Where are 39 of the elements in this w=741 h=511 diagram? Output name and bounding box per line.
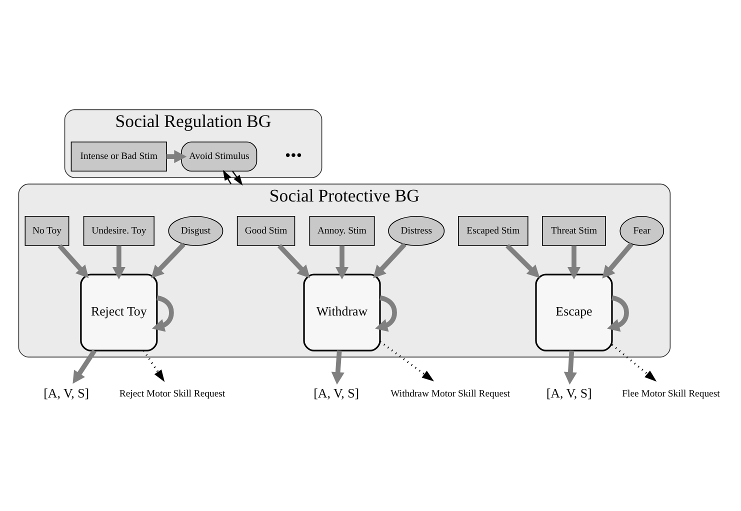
node-box: Intense or Bad Stim: [70, 141, 168, 172]
node-box: Escaped Stim: [458, 216, 528, 246]
arrow: [331, 350, 344, 384]
arrow: [567, 245, 581, 279]
node-text: Withdraw Motor Skill Request: [390, 388, 510, 400]
arrow: [232, 170, 243, 186]
arrow: [166, 150, 187, 163]
node-box: Avoid Stimulus: [181, 141, 258, 172]
arrow: [112, 245, 126, 279]
node-box: Threat Stim: [542, 216, 606, 246]
arrow: [373, 242, 407, 278]
node-box: Escape: [535, 273, 613, 351]
node-box: Good Stim: [236, 216, 296, 246]
node-text: Reject Motor Skill Request: [119, 388, 226, 400]
node-box: Undesire. Toy: [83, 216, 154, 246]
node-ellipse: Fear: [620, 216, 664, 246]
node-text: Flee Motor Skill Request: [622, 388, 720, 400]
node-box: Annoy. Stim: [309, 216, 375, 246]
node-ellipse: Disgust: [168, 216, 224, 246]
arrow: [564, 350, 577, 384]
arrow: [335, 245, 349, 279]
arrow: [611, 344, 657, 382]
arrow: [72, 348, 97, 384]
node-box: Reject Toy: [80, 273, 158, 351]
label: •••: [285, 147, 302, 164]
node-ellipse: Distress: [388, 216, 445, 246]
arrow: [142, 350, 165, 382]
arrow: [222, 169, 232, 184]
arrow: [602, 242, 634, 278]
arrow: [151, 242, 186, 278]
arrow: [506, 243, 540, 278]
node-box: Withdraw: [303, 273, 381, 351]
node-text: [A, V, S]: [546, 384, 592, 400]
node-text: [A, V, S]: [314, 384, 360, 400]
node-box: No Toy: [24, 216, 70, 246]
arrow: [278, 244, 310, 278]
arrow: [58, 244, 89, 278]
node-text: [A, V, S]: [44, 384, 90, 400]
arrow: [380, 340, 434, 381]
